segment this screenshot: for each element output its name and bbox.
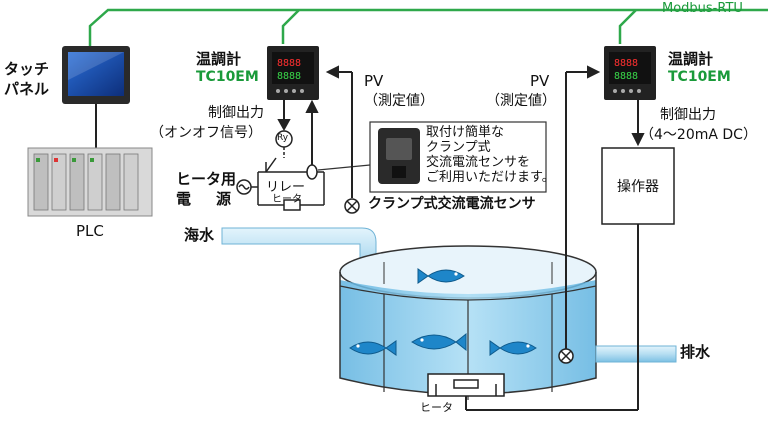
clamp-callout-box — [317, 121, 547, 193]
clamp-caption: クランプ式交流電流センサ — [368, 196, 536, 212]
heater-power-label-2b: 源 — [216, 190, 232, 208]
controller-left-pv: PV — [364, 72, 384, 90]
touch-panel-label-1: タッチ — [4, 60, 50, 78]
actuator-label: 操作器 — [617, 179, 659, 195]
svg-text:8888: 8888 — [614, 71, 638, 82]
callout-line-4: ご利用いただけます。 — [426, 170, 555, 185]
touch-panel-label-2: パネル — [4, 80, 50, 98]
plc-label: PLC — [76, 222, 104, 240]
drain-label: 排水 — [680, 343, 711, 361]
touch-panel-icon — [62, 46, 130, 104]
controller-left-name: 温調計 — [196, 50, 242, 68]
controller-right-output-1: 制御出力 — [660, 107, 716, 123]
controller-right-pv-sub: （測定値） — [486, 93, 556, 109]
controller-right-pv: PV — [530, 72, 550, 90]
right-temp-sensor-icon — [558, 348, 574, 364]
tank-heater-label: ヒータ — [420, 401, 453, 414]
seawater-label: 海水 — [184, 226, 215, 244]
controller-right-model: TC10EM — [668, 69, 731, 85]
controller-left-output-1: 制御出力 — [208, 105, 264, 121]
callout-line-1: 取付け簡単な — [426, 125, 505, 140]
heater-small-label: ヒータ — [272, 194, 302, 205]
callout-line-3: 交流電流センサを — [426, 155, 531, 170]
controller-right-name: 温調計 — [668, 50, 714, 68]
clamp-sensor-on-wire — [306, 164, 318, 180]
svg-text:8888: 8888 — [277, 71, 301, 82]
svg-text:8888: 8888 — [614, 58, 638, 69]
svg-text:8888: 8888 — [277, 58, 301, 69]
controller-right-device: 8888 8888 — [604, 46, 656, 100]
relay-label: リレー — [266, 180, 306, 195]
plc-icon — [27, 147, 153, 217]
heater-circuit — [236, 157, 325, 211]
modbus-bus — [88, 8, 768, 46]
callout-line-2: クランプ式 — [426, 140, 491, 155]
controller-right-output-2: （4～20mA DC） — [640, 127, 757, 143]
tank-heater-icon — [427, 373, 505, 397]
relay-symbol: Ry — [277, 133, 289, 143]
modbus-label: Modbus-RTU — [662, 1, 743, 16]
controller-left-model: TC10EM — [196, 69, 259, 85]
heater-power-label-2a: 電 — [176, 190, 192, 208]
heater-power-label-1: ヒータ用 — [176, 170, 237, 188]
drain-pipe — [595, 345, 677, 363]
relay-coil-icon — [275, 130, 293, 158]
left-temp-sensor-icon — [344, 198, 360, 214]
fish-tank — [339, 245, 597, 400]
controller-left-device: 8888 8888 — [267, 46, 319, 100]
controller-left-pv-sub: （測定値） — [364, 93, 434, 109]
controller-left-output-2: （オンオフ信号） — [150, 125, 262, 141]
